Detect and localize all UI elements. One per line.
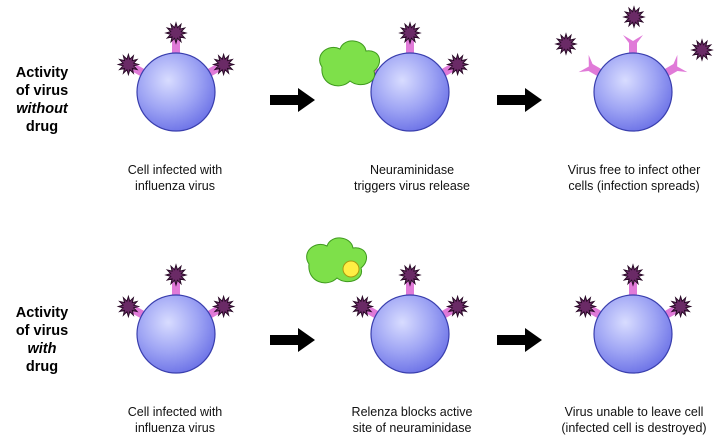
virus-particle-icon: [621, 263, 645, 287]
virus-particle-icon: [116, 294, 141, 319]
arrow-icon: [497, 328, 542, 352]
virus-particle-icon: [350, 294, 375, 319]
infected-cell: [593, 294, 673, 374]
free-virus-icon: [690, 38, 714, 62]
free-virus-icon: [622, 5, 646, 29]
neuraminidase-blob-icon: [306, 237, 368, 284]
empty-receptor: [662, 54, 688, 78]
empty-receptor: [623, 35, 643, 56]
row-label-without-drug: Activity of virus without drug: [15, 65, 69, 135]
arrow-icon: [270, 88, 315, 112]
virus-particle-icon: [398, 263, 422, 287]
arrow-icon: [270, 328, 315, 352]
caption-cell-destroyed: Virus unable to leave cell(infected cell…: [561, 405, 707, 435]
relenza-molecule-icon: [342, 260, 360, 278]
row-label-with-drug: Activity of virus with drug: [15, 305, 69, 375]
empty-receptor: [578, 54, 604, 78]
virus-particle-icon: [445, 294, 470, 319]
infected-cell: [136, 294, 216, 374]
virus-particle-icon: [211, 294, 236, 319]
arrow-icon: [497, 88, 542, 112]
infected-cell: [370, 52, 450, 132]
virus-particle-icon: [398, 21, 422, 45]
infected-cell: [370, 294, 450, 374]
virus-particle-icon: [668, 294, 693, 319]
virus-particle-icon: [116, 52, 141, 77]
virus-particle-icon: [164, 263, 188, 287]
free-virus-icon: [554, 32, 578, 56]
virus-particle-icon: [573, 294, 598, 319]
neuraminidase-blob-icon: [319, 40, 381, 87]
virus-particle-icon: [211, 52, 236, 77]
virus-particle-icon: [164, 21, 188, 45]
infected-cell: [593, 52, 673, 132]
virus-particle-icon: [445, 52, 470, 77]
infected-cell: [136, 52, 216, 132]
